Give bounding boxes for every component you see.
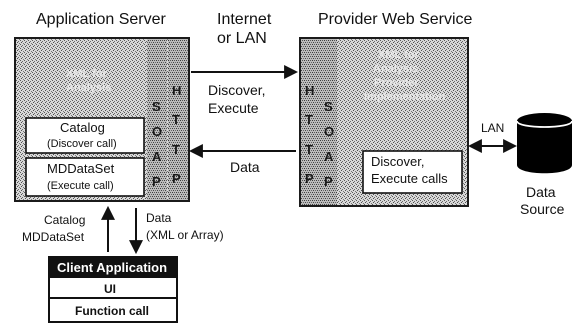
data-source-label-line-1: Data	[526, 184, 556, 200]
application-server-soap-o: O	[152, 124, 162, 139]
provider-faint-title-line-2: Analysis	[373, 63, 418, 75]
provider-calls-box-line-2: Execute calls	[371, 171, 448, 186]
request-label-line-2: Execute	[208, 100, 259, 116]
application-server-block: XML for Analysis Catalog (Discover call)…	[14, 37, 190, 202]
provider-soap-o: O	[324, 124, 334, 139]
application-server-http-column	[168, 39, 188, 200]
provider-soap-column	[320, 39, 337, 205]
client-application-ui: UI	[104, 282, 116, 296]
application-server-soap-s: S	[152, 99, 161, 114]
provider-soap-s: S	[324, 99, 333, 114]
data-source-cylinder	[516, 113, 573, 174]
provider-faint-title-line-4: Implementation	[364, 91, 446, 103]
provider-soap-p: P	[324, 174, 333, 189]
catalog-mddataset-label-line-2: MDDataSet	[22, 230, 85, 244]
provider-faint-title-line-1: XML for	[378, 49, 419, 61]
data-xml-array-label-line-1: Data	[146, 211, 172, 225]
provider-http-t2: T	[305, 142, 313, 157]
client-application-function-call: Function call	[75, 304, 149, 318]
catalog-box-title: Catalog	[60, 120, 105, 135]
mddataset-box	[25, 157, 145, 197]
application-server-faint-title-line-2: Analysis	[66, 82, 111, 94]
catalog-box	[25, 117, 145, 154]
application-server-http-t2: T	[172, 142, 180, 157]
provider-http-column	[301, 39, 320, 205]
application-server-soap-column	[147, 39, 167, 200]
provider-web-service-heading: Provider Web Service	[318, 11, 473, 28]
client-application-title: Client Application	[57, 260, 167, 275]
application-server-faint-title-line-1: XML for	[66, 68, 107, 80]
mddataset-box-title: MDDataSet	[47, 161, 115, 176]
provider-http-h: H	[305, 83, 314, 98]
application-server-soap-a: A	[152, 149, 162, 164]
application-server-soap-p: P	[152, 174, 161, 189]
provider-http-p: P	[305, 171, 314, 186]
provider-calls-box-line-1: Discover,	[371, 154, 424, 169]
provider-faint-title-line-3: Provider	[374, 77, 419, 89]
application-server-http-t1: T	[172, 112, 180, 127]
client-application-header	[49, 257, 177, 278]
internet-or-lan-heading-line-2: or LAN	[217, 30, 267, 47]
provider-soap-a: A	[324, 149, 334, 164]
application-server-heading: Application Server	[36, 11, 167, 28]
data-xml-array-label-line-2: (XML or Array)	[146, 228, 224, 242]
request-label-line-1: Discover,	[208, 82, 266, 98]
provider-calls-box	[362, 150, 463, 194]
application-server-http-h: H	[172, 83, 181, 98]
catalog-box-subtitle: (Discover call)	[47, 138, 117, 150]
mddataset-box-subtitle: (Execute call)	[47, 180, 114, 192]
provider-http-t1: T	[305, 112, 313, 127]
client-application-block: Client Application UI Function call	[48, 256, 178, 323]
application-server-http-p: P	[172, 171, 181, 186]
lan-label: LAN	[481, 121, 504, 135]
response-label: Data	[230, 159, 260, 175]
catalog-mddataset-label-line-1: Catalog	[44, 213, 85, 227]
internet-or-lan-heading-line-1: Internet	[217, 11, 272, 28]
data-source-label-line-2: Source	[520, 201, 565, 217]
provider-web-service-block: XML for Analysis Provider Implementation…	[299, 37, 469, 207]
